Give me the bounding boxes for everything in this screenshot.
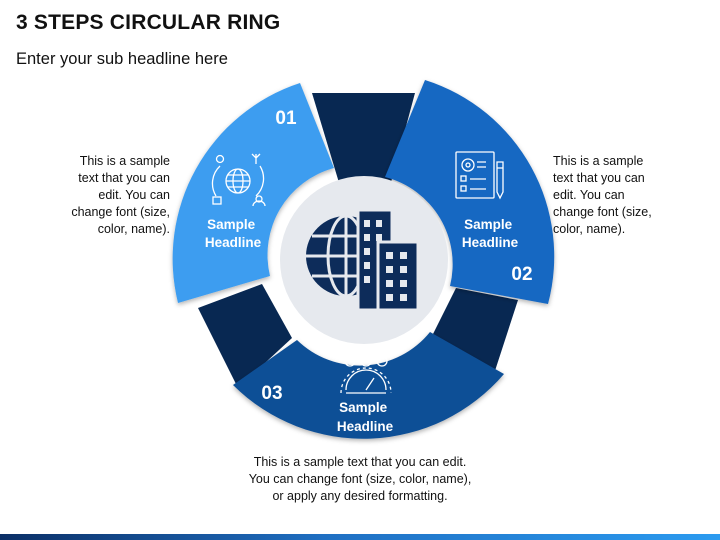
footer-accent-bar [0, 534, 720, 540]
gauge-finance-icon [340, 355, 392, 394]
step-1-headline-line2: Headline [205, 235, 262, 250]
connector-left [198, 284, 292, 388]
checklist-document-icon [455, 151, 504, 200]
step-2-headline: Sample Headline [462, 217, 519, 250]
segment-step-1[interactable] [172, 83, 334, 303]
globe-buildings-icon [306, 208, 420, 312]
connector-top [312, 93, 415, 186]
step-2-number: 02 [511, 264, 532, 285]
page-subtitle: Enter your sub headline here [16, 50, 228, 68]
step-3-number: 03 [261, 383, 282, 404]
step-2-note: This is a sample text that you can edit.… [553, 154, 652, 236]
step-1-note: This is a sample text that you can edit.… [71, 154, 170, 236]
connector-right [430, 288, 518, 380]
globe-network-icon [211, 153, 266, 207]
step-3-headline-line2: Headline [337, 419, 394, 434]
step-1-headline: Sample Headline [205, 217, 262, 250]
page-title: 3 STEPS CIRCULAR RING [16, 11, 281, 34]
step-1-headline-line1: Sample [207, 217, 256, 232]
step-2-headline-line2: Headline [462, 235, 519, 250]
step-3-headline: Sample Headline [337, 400, 394, 434]
step-2-headline-line1: Sample [464, 217, 513, 232]
segment-step-2[interactable] [385, 80, 555, 304]
step-3-note: This is a sample text that you can edit.… [248, 455, 472, 503]
step-3-headline-line1: Sample [339, 400, 388, 415]
step-1-number: 01 [275, 108, 297, 129]
